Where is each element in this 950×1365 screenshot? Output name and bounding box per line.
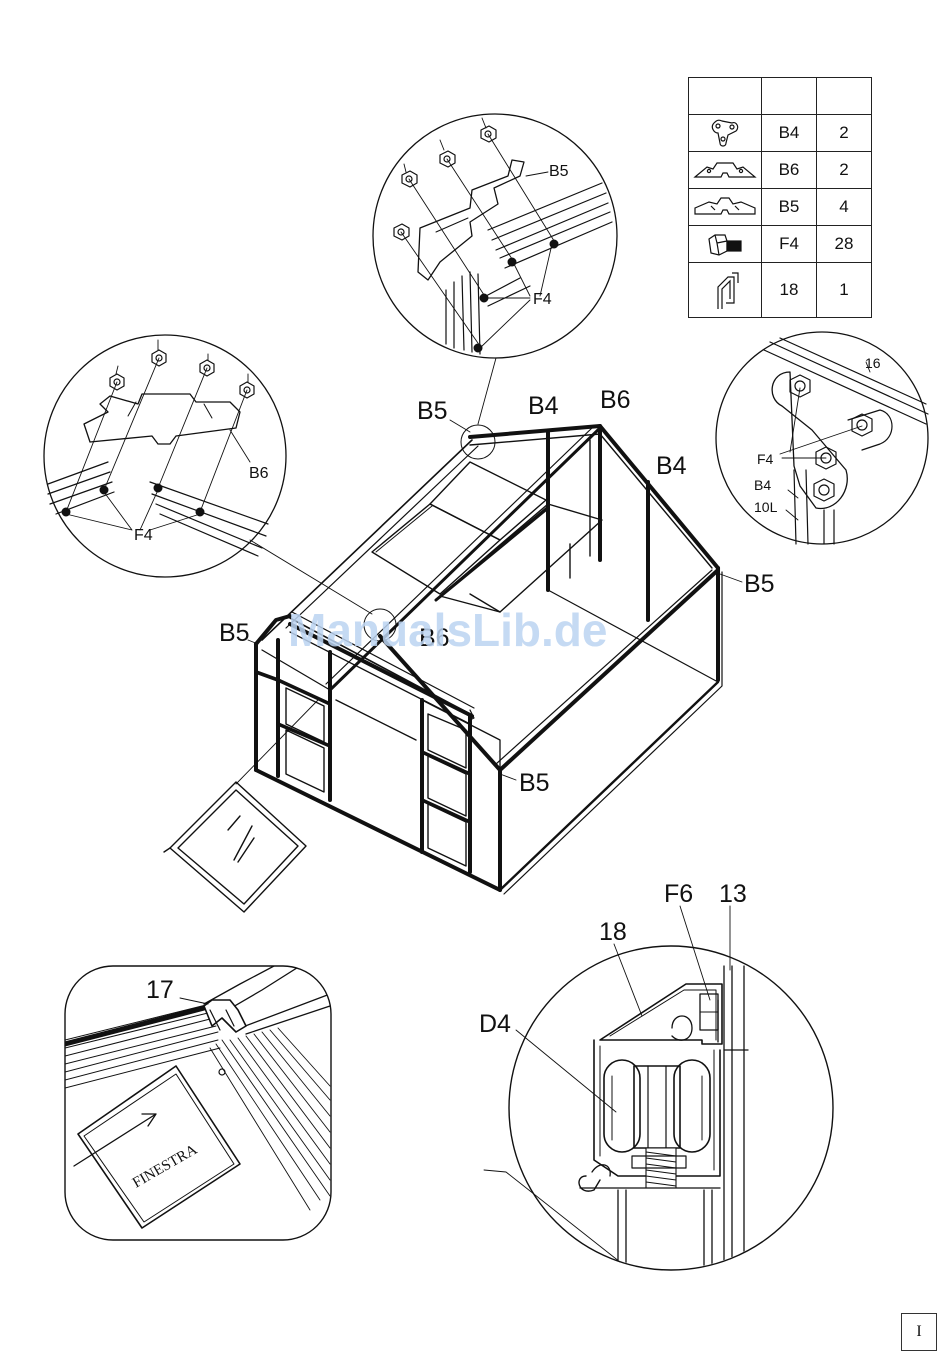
label-10l-detail: 10L xyxy=(754,499,778,515)
detail-window-mount: FINESTRA 17 xyxy=(65,966,331,1240)
part-code: 18 xyxy=(762,263,817,318)
label-b5-right: B5 xyxy=(744,570,775,598)
part-qty: 1 xyxy=(817,263,872,318)
table-row: B5 4 xyxy=(689,189,872,226)
watermark: ManualsLib.de xyxy=(288,604,607,656)
label-13-door: 13 xyxy=(719,880,747,908)
table-row: F4 28 xyxy=(689,226,872,263)
part-qty: 2 xyxy=(817,115,872,152)
page-number: I xyxy=(901,1313,937,1351)
profile-18-icon xyxy=(708,269,742,311)
detail-b5-ridge: B5 F4 xyxy=(373,114,617,358)
part-code: B5 xyxy=(762,189,817,226)
label-b4-right: B4 xyxy=(656,452,687,480)
label-17-window: 17 xyxy=(146,976,174,1004)
label-18-door: 18 xyxy=(599,918,627,946)
part-code: F4 xyxy=(762,226,817,263)
label-b4-detail: B4 xyxy=(754,477,771,493)
parts-header-code xyxy=(762,78,817,115)
detail-b4-corner: 16 F4 B4 10L xyxy=(716,332,928,544)
label-b5-ridge: B5 xyxy=(417,397,448,425)
part-code: B4 xyxy=(762,115,817,152)
part-qty: 4 xyxy=(817,189,872,226)
label-f4-detail-top: F4 xyxy=(533,291,552,308)
table-row: B6 2 xyxy=(689,152,872,189)
label-b6-detail: B6 xyxy=(249,465,269,482)
bracket-b5-icon xyxy=(693,194,757,220)
label-b5-detail: B5 xyxy=(549,163,569,180)
label-b5-front: B5 xyxy=(519,769,550,797)
table-row: B4 2 xyxy=(689,115,872,152)
table-row: 18 1 xyxy=(689,263,872,318)
label-f4-detail-left: F4 xyxy=(134,527,153,544)
parts-table-header xyxy=(689,78,872,115)
parts-table: B4 2 B6 2 B5 4 F4 2 xyxy=(688,77,872,318)
detail-b6-ridge: B6 F4 xyxy=(44,335,286,577)
label-f6-door: F6 xyxy=(664,880,693,908)
label-d4-door: D4 xyxy=(479,1010,511,1038)
parts-header-icon xyxy=(689,78,762,115)
parts-header-qty xyxy=(817,78,872,115)
detail-leader-lines xyxy=(250,358,496,614)
bracket-b4-icon xyxy=(708,117,742,149)
detail-door-roller: 18 F6 13 D4 xyxy=(479,880,833,1270)
label-b6-top: B6 xyxy=(600,386,631,414)
bracket-b6-icon xyxy=(693,159,757,181)
bolt-f4-icon xyxy=(705,231,745,257)
part-code: B6 xyxy=(762,152,817,189)
part-qty: 2 xyxy=(817,152,872,189)
label-b5-left: B5 xyxy=(219,619,250,647)
label-f4-detail-right: F4 xyxy=(757,451,774,467)
part-qty: 28 xyxy=(817,226,872,263)
label-16-detail: 16 xyxy=(865,355,881,371)
label-b4-left: B4 xyxy=(528,392,559,420)
